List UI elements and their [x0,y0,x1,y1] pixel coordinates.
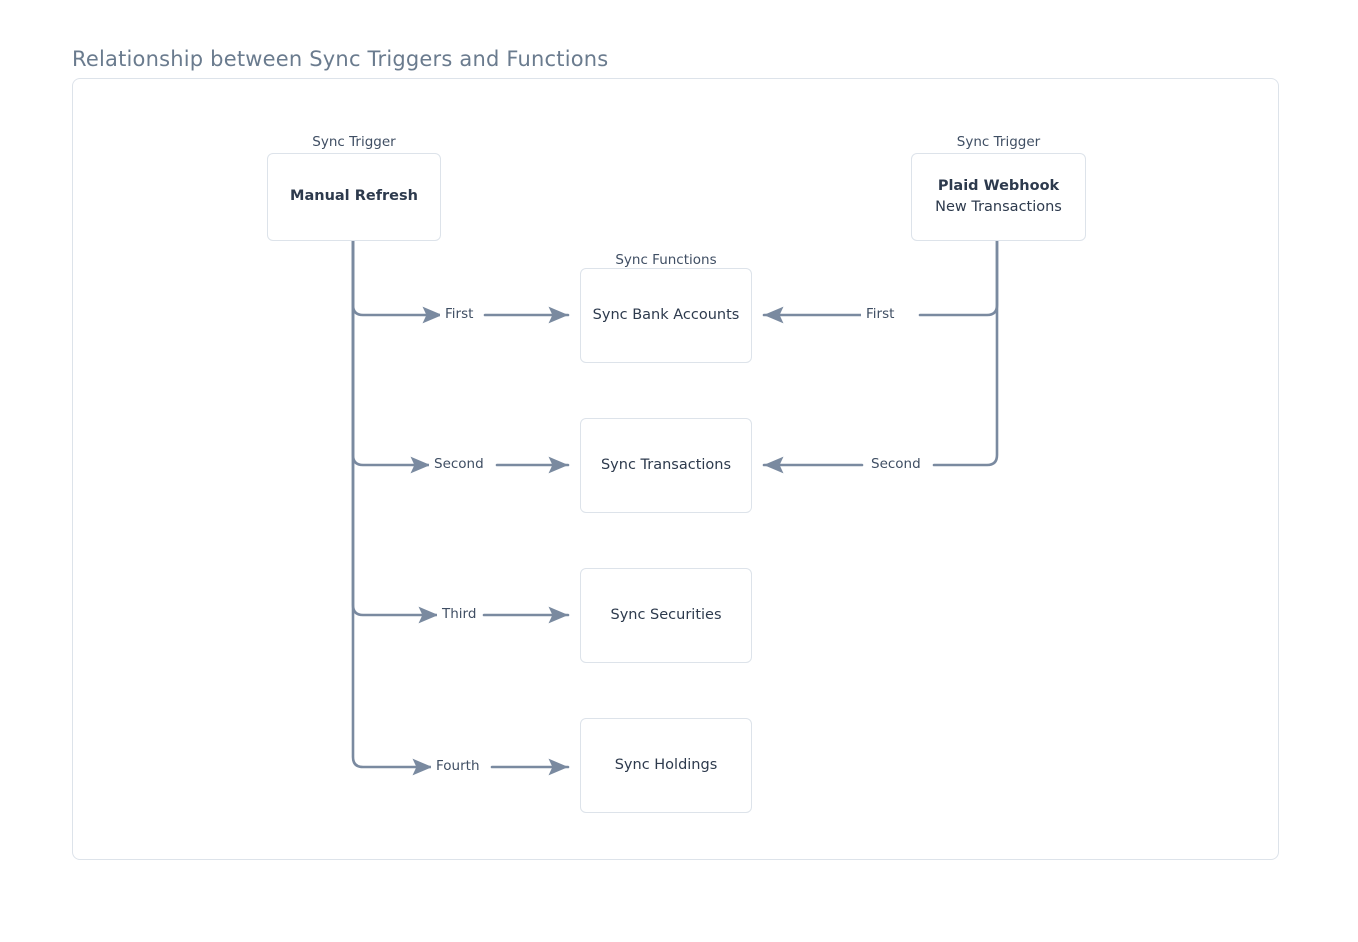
node-plaid-webhook-subtitle: New Transactions [935,199,1062,215]
node-sync-securities[interactable]: Sync Securities [580,568,752,663]
node-sync-holdings-label: Sync Holdings [614,756,718,773]
group-label-trigger-left: Sync Trigger [312,134,396,150]
node-sync-holdings[interactable]: Sync Holdings [580,718,752,813]
edge-label-left-third: Third [437,606,482,622]
edge-label-left-first: First [440,306,479,322]
group-label-sync-functions: Sync Functions [615,252,717,268]
node-sync-transactions-label: Sync Transactions [600,456,732,473]
edge-label-left-second: Second [429,456,489,472]
node-manual-refresh[interactable]: Manual Refresh [267,153,441,241]
node-sync-bank-accounts[interactable]: Sync Bank Accounts [580,268,752,363]
node-plaid-webhook-title: Plaid Webhook [937,177,1060,194]
node-plaid-webhook[interactable]: Plaid Webhook New Transactions [911,153,1086,241]
node-sync-transactions[interactable]: Sync Transactions [580,418,752,513]
edge-label-right-second: Second [866,456,926,472]
node-sync-bank-accounts-label: Sync Bank Accounts [592,306,740,323]
group-label-trigger-right: Sync Trigger [956,134,1041,150]
edge-label-left-fourth: Fourth [431,758,485,774]
node-manual-refresh-title: Manual Refresh [290,188,418,205]
edge-label-right-first: First [861,306,900,322]
page-title: Relationship between Sync Triggers and F… [72,47,609,71]
node-sync-securities-label: Sync Securities [610,606,722,623]
